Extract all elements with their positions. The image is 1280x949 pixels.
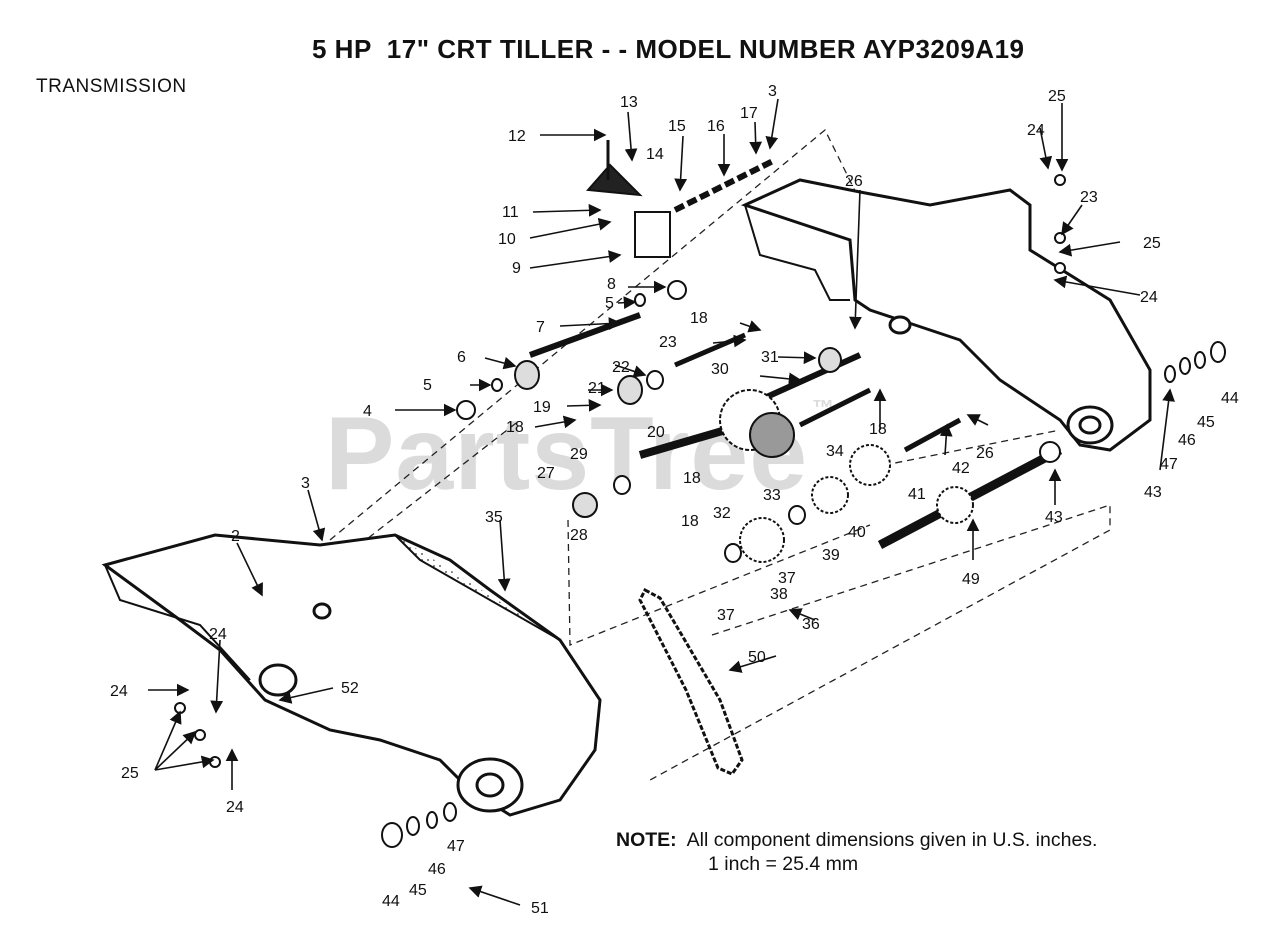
callout-number-21: 21 — [588, 380, 606, 397]
callout-number-36: 36 — [802, 616, 820, 633]
callout-number-49: 49 — [962, 571, 980, 588]
section-label: TRANSMISSION — [36, 76, 187, 97]
callout-number-51: 51 — [531, 900, 549, 917]
callout-number-44: 44 — [382, 893, 400, 910]
callout-number-43: 43 — [1045, 509, 1063, 526]
callout-number-3: 3 — [301, 475, 310, 492]
callout-number-45: 45 — [409, 882, 427, 899]
callout-number-6: 6 — [457, 349, 466, 366]
callout-number-10: 10 — [498, 231, 516, 248]
callout-number-32: 32 — [713, 505, 731, 522]
callout-number-17: 17 — [740, 105, 758, 122]
note-line-1: All component dimensions given in U.S. i… — [686, 829, 1098, 851]
callout-number-45: 45 — [1197, 414, 1215, 431]
callout-number-18: 18 — [506, 419, 524, 436]
callout-number-5: 5 — [605, 295, 614, 312]
callout-number-38: 38 — [770, 586, 788, 603]
callout-number-25: 25 — [1048, 88, 1066, 105]
callout-number-4: 4 — [363, 403, 372, 420]
drive-chain — [638, 587, 744, 776]
callout-number-26: 26 — [976, 445, 994, 462]
callout-number-18: 18 — [869, 421, 887, 438]
callout-number-37: 37 — [717, 607, 735, 624]
callout-number-13: 13 — [620, 94, 638, 111]
callout-number-37: 37 — [778, 570, 796, 587]
note-line-2: 1 inch = 25.4 mm — [708, 853, 859, 875]
callout-number-34: 34 — [826, 443, 844, 460]
left-housing-half — [101, 533, 602, 817]
callout-number-16: 16 — [707, 118, 725, 135]
callout-number-20: 20 — [647, 424, 665, 441]
callout-number-14: 14 — [646, 146, 664, 163]
callout-number-46: 46 — [1178, 432, 1196, 449]
callout-number-8: 8 — [607, 276, 616, 293]
callout-number-41: 41 — [908, 486, 926, 503]
callout-number-2: 2 — [231, 528, 240, 545]
page-title: 5 HP 17" CRT TILLER - - MODEL NUMBER AYP… — [312, 34, 1025, 64]
dimension-note: NOTE: All component dimensions given in U… — [616, 828, 1097, 876]
callout-number-7: 7 — [536, 319, 545, 336]
callout-number-27: 27 — [537, 465, 555, 482]
callout-number-44: 44 — [1221, 390, 1239, 407]
callout-number-24: 24 — [209, 626, 227, 643]
callout-number-11: 11 — [502, 204, 519, 221]
callout-number-29: 29 — [570, 446, 588, 463]
callout-number-18: 18 — [683, 470, 701, 487]
leader-lines — [148, 98, 1175, 906]
callout-number-24: 24 — [226, 799, 244, 816]
assembly-lines — [329, 128, 1111, 781]
callout-number-22: 22 — [612, 359, 630, 376]
callout-number-9: 9 — [512, 260, 521, 277]
callout-number-46: 46 — [428, 861, 446, 878]
callout-number-18: 18 — [690, 310, 708, 327]
callout-number-47: 47 — [447, 838, 465, 855]
shifter-parts — [585, 140, 777, 258]
gears-and-sprockets — [456, 280, 1061, 563]
callout-number-23: 23 — [1080, 189, 1098, 206]
callout-number-40: 40 — [848, 524, 866, 541]
callout-number-43: 43 — [1144, 484, 1162, 501]
callout-number-26: 26 — [845, 173, 863, 190]
callout-number-25: 25 — [1143, 235, 1161, 252]
callout-number-31: 31 — [761, 349, 779, 366]
callout-number-33: 33 — [763, 487, 781, 504]
callout-number-39: 39 — [822, 547, 840, 564]
callout-number-47: 47 — [1160, 456, 1178, 473]
callout-number-35: 35 — [485, 509, 503, 526]
callout-number-42: 42 — [952, 460, 970, 477]
callout-number-24: 24 — [110, 683, 128, 700]
callout-number-5: 5 — [423, 377, 432, 394]
callout-number-3: 3 — [768, 83, 777, 100]
callout-number-12: 12 — [508, 128, 526, 145]
callout-number-50: 50 — [748, 649, 766, 666]
callout-number-23: 23 — [659, 334, 677, 351]
note-label: NOTE: — [616, 829, 677, 851]
callout-number-15: 15 — [668, 118, 686, 135]
callout-number-24: 24 — [1140, 289, 1158, 306]
callout-number-25: 25 — [121, 765, 139, 782]
callout-number-30: 30 — [711, 361, 729, 378]
callout-number-19: 19 — [533, 399, 551, 416]
callout-number-24: 24 — [1027, 122, 1045, 139]
callout-number-28: 28 — [570, 527, 588, 544]
callout-number-52: 52 — [341, 680, 359, 697]
callout-number-18: 18 — [681, 513, 699, 530]
right-housing-half — [740, 178, 1152, 452]
